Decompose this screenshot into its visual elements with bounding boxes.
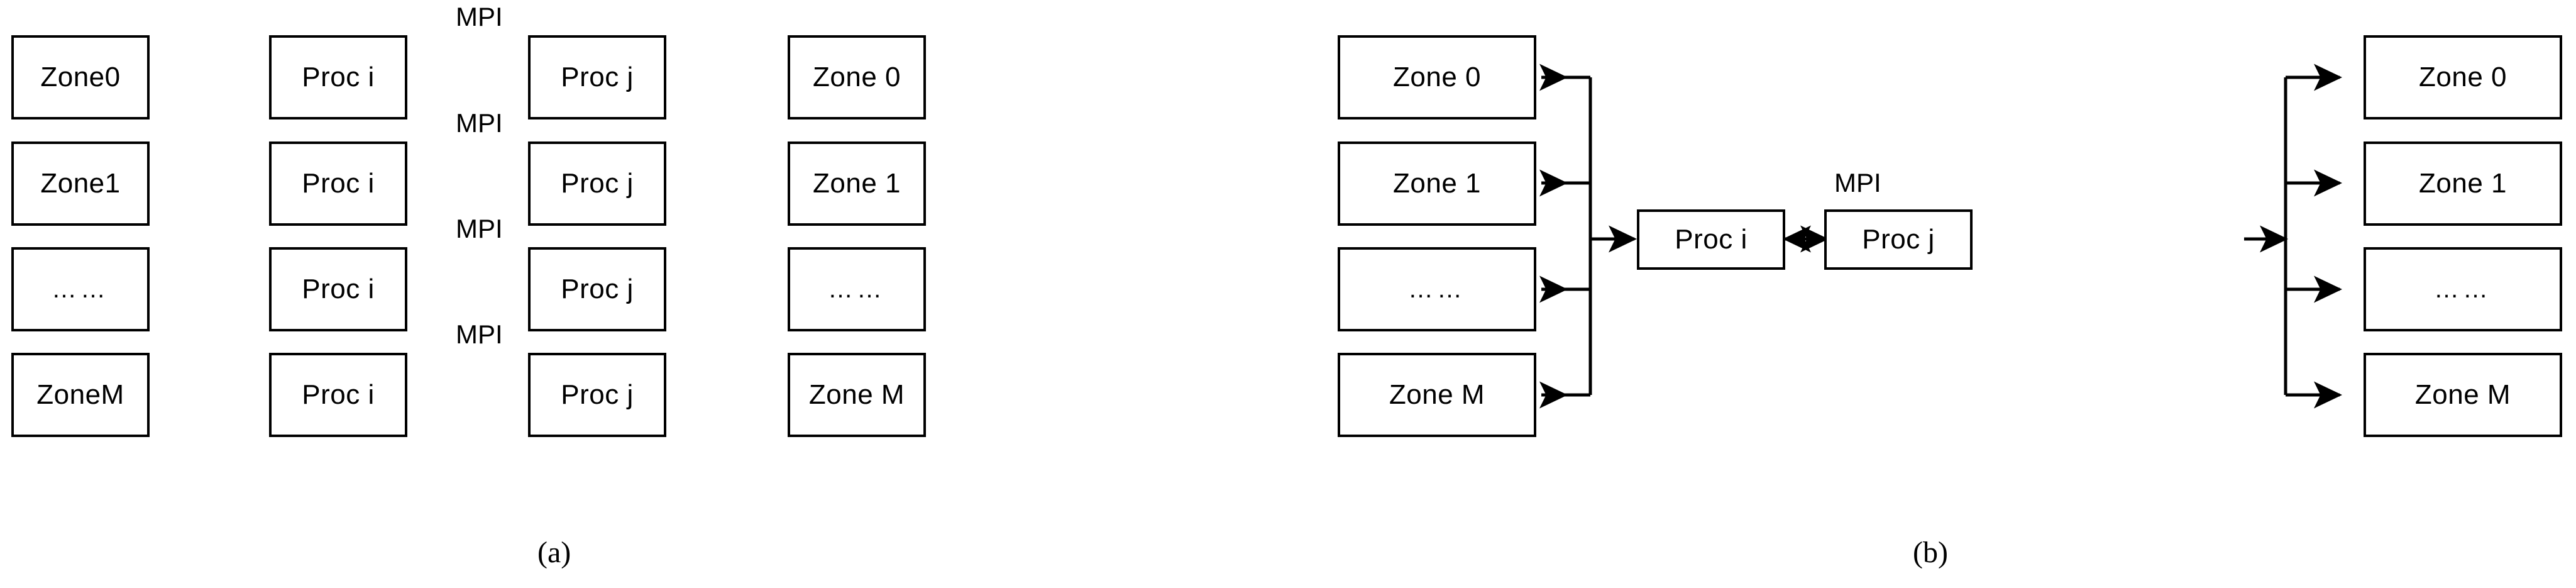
panel-b-zone-right-1[interactable]: Zone 1 — [2364, 141, 2562, 226]
panel-b-zone-left-3[interactable]: Zone M — [1338, 353, 1536, 437]
panel-b-zone-left-2[interactable]: …… — [1338, 247, 1536, 331]
panel-b-proc-i[interactable]: Proc i — [1637, 209, 1785, 270]
panel-a-proc-i-1[interactable]: Proc i — [269, 141, 407, 226]
panel-b-proc-j[interactable]: Proc j — [1824, 209, 1973, 270]
panel-a-proc-j-2[interactable]: Proc j — [528, 247, 666, 331]
panel-a-zone-left-0[interactable]: Zone0 — [11, 35, 150, 119]
panel-b-left-bus — [1539, 64, 1638, 409]
panel-a-zone-left-3[interactable]: ZoneM — [11, 353, 150, 437]
panel-a-zone-right-2[interactable]: …… — [788, 247, 926, 331]
panel-b-zone-left-1[interactable]: Zone 1 — [1338, 141, 1536, 226]
panel-b-zone-right-3[interactable]: Zone M — [2364, 353, 2562, 437]
panel-b-zone-right-2[interactable]: …… — [2364, 247, 2562, 331]
panel-a-zone-right-0[interactable]: Zone 0 — [788, 35, 926, 119]
panel-a-proc-j-0[interactable]: Proc j — [528, 35, 666, 119]
panel-b-caption: (b) — [1913, 536, 1948, 569]
panel-b-right-bus — [2244, 64, 2343, 409]
panel-a-zone-left-1[interactable]: Zone1 — [11, 141, 150, 226]
panel-a-proc-i-2[interactable]: Proc i — [269, 247, 407, 331]
panel-a-proc-j-3[interactable]: Proc j — [528, 353, 666, 437]
panel-b-mpi-label: MPI — [1834, 168, 1881, 197]
panel-a-mpi-label-2: MPI — [456, 214, 503, 243]
panel-b-zone-left-0[interactable]: Zone 0 — [1338, 35, 1536, 119]
panel-a-zone-right-1[interactable]: Zone 1 — [788, 141, 926, 226]
panel-a-zone-right-3[interactable]: Zone M — [788, 353, 926, 437]
panel-a-mpi-label-1: MPI — [456, 108, 503, 138]
panel-a-mpi-label-0: MPI — [456, 2, 503, 31]
panel-a-proc-i-0[interactable]: Proc i — [269, 35, 407, 119]
panel-a-zone-left-2[interactable]: …… — [11, 247, 150, 331]
panel-a-proc-j-1[interactable]: Proc j — [528, 141, 666, 226]
panel-a-mpi-label-3: MPI — [456, 319, 503, 349]
panel-a-proc-i-3[interactable]: Proc i — [269, 353, 407, 437]
panel-b-zone-right-0[interactable]: Zone 0 — [2364, 35, 2562, 119]
panel-a-caption: (a) — [537, 536, 571, 569]
